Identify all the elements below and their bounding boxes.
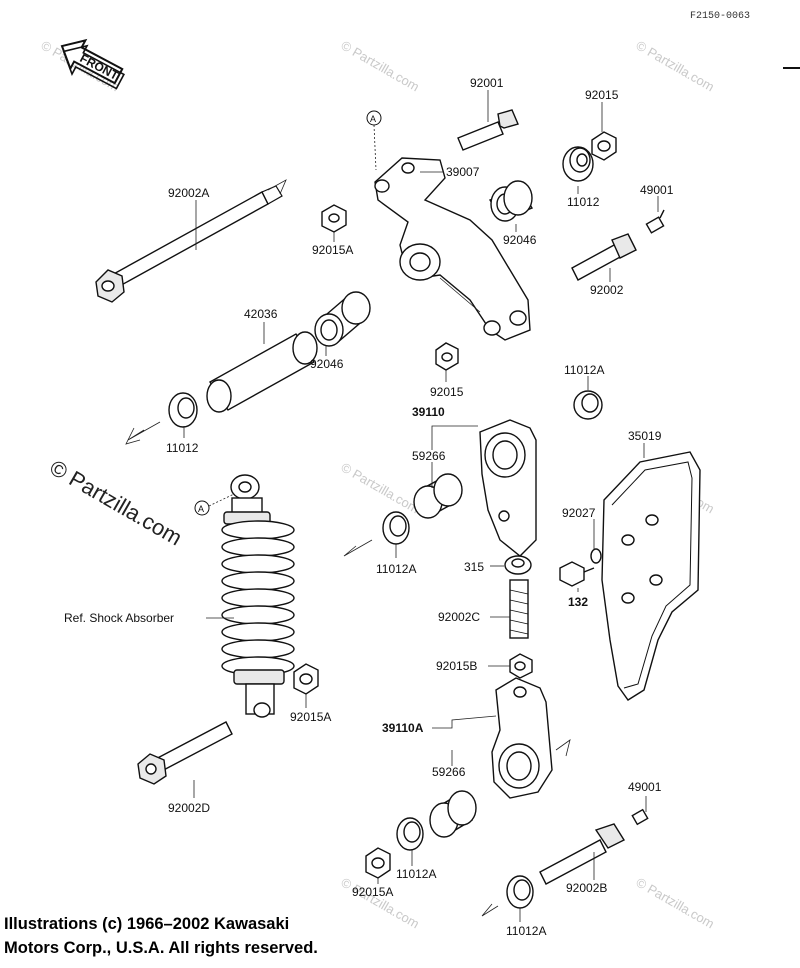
part-label: 92046 [503, 233, 537, 247]
part-labels: 92001 92015 92002A 39007 11012 49001 920… [64, 76, 674, 938]
watermark-layer: © Partzilla.com © Partzilla.com © Partzi… [39, 38, 717, 932]
part-label: 92015 [585, 88, 619, 102]
seal-11012-top [562, 146, 594, 182]
washer-92027 [590, 548, 602, 564]
bolt-92002-right [571, 233, 637, 281]
part-label: 92002C [438, 610, 480, 624]
part-label: 11012A [564, 363, 604, 377]
seal-11012A-bottom2 [481, 875, 534, 917]
part-label: 92015 [430, 385, 464, 399]
figure-code: F2150-0063 [690, 11, 750, 22]
part-label: Ref. Shock Absorber [64, 611, 174, 625]
rocker-arm-39007 [374, 157, 531, 341]
nut-92015A-mid [293, 663, 319, 695]
copyright-notice: Illustrations (c) 1966–2002 Kawasaki Mot… [4, 912, 424, 960]
part-label: 39007 [446, 165, 480, 179]
bolt-92001 [457, 109, 519, 151]
ref-marker-a-top: A [366, 110, 382, 171]
part-label: 11012A [376, 562, 416, 576]
part-label: 49001 [628, 780, 662, 794]
part-label: 92002D [168, 801, 210, 815]
bearing-59266-top [413, 473, 463, 519]
part-label: 11012 [567, 195, 600, 209]
shock-spring [221, 520, 295, 676]
part-label: 92002A [168, 186, 209, 200]
shock-absorber [221, 474, 295, 718]
part-label: 92027 [562, 506, 596, 520]
seal-11012A-mid [573, 390, 603, 420]
bolt-92002A [95, 179, 287, 303]
part-label: 39110A [382, 721, 424, 735]
bolt-132 [559, 561, 595, 587]
tie-rod-39110A [491, 677, 571, 799]
watermark: © Partzilla.com [339, 460, 422, 517]
part-label: 59266 [432, 765, 466, 779]
seal-11012-left [125, 392, 198, 445]
nut-92015B [509, 653, 533, 679]
watermark: © Partzilla.com [634, 38, 717, 95]
collar-42036 [206, 331, 318, 413]
part-label: 92001 [470, 76, 504, 90]
part-label: 11012A [506, 924, 546, 938]
leader-lines [183, 90, 659, 922]
nut-92015A-bottom [365, 847, 391, 879]
part-label: 92015B [436, 659, 477, 673]
seal-11012A-left [343, 511, 410, 557]
part-label: 92015A [352, 885, 393, 899]
part-label: 92002B [566, 881, 607, 895]
seal-11012A-bottom [396, 817, 424, 851]
bearing-92046-left [314, 291, 371, 347]
bolt-92002C [509, 579, 529, 639]
watermark: © Partzilla.com [634, 875, 717, 932]
guard-35019 [601, 451, 701, 701]
tie-rod-39110 [479, 419, 537, 557]
ref-a-label: A [370, 114, 376, 124]
part-label: 92046 [310, 357, 344, 371]
bolt-92002B [539, 808, 649, 885]
part-label: 39110 [412, 405, 445, 419]
part-label: 92002 [590, 283, 624, 297]
part-label: 92015A [290, 710, 331, 724]
bearing-92046-right [488, 180, 534, 222]
ref-marker-a-left: A [194, 493, 235, 516]
watermark-large: © Partzilla.com [46, 455, 187, 551]
part-label: 49001 [640, 183, 674, 197]
nut-92015-mid [435, 342, 459, 371]
nut-92015A-top [321, 204, 347, 233]
part-label: 11012A [396, 867, 436, 881]
watermark: © Partzilla.com [339, 38, 422, 95]
part-label: 59266 [412, 449, 446, 463]
nut-92015-top [591, 131, 617, 161]
part-label: 35019 [628, 429, 662, 443]
bearing-59266-bottom [429, 790, 477, 838]
part-label: 92015A [312, 243, 353, 257]
copyright-line-2: Motors Corp., U.S.A. All rights reserved… [4, 939, 318, 957]
collar-315 [504, 555, 532, 575]
part-label: 11012 [166, 441, 199, 455]
copyright-line-1: Illustrations (c) 1966–2002 Kawasaki [4, 915, 290, 933]
ref-a-label: A [198, 504, 204, 514]
grease-nipple-49001-top [645, 209, 665, 234]
part-label: 132 [568, 595, 588, 609]
part-label: 315 [464, 560, 484, 574]
bolt-92002D [137, 721, 233, 785]
part-label: 42036 [244, 307, 278, 321]
